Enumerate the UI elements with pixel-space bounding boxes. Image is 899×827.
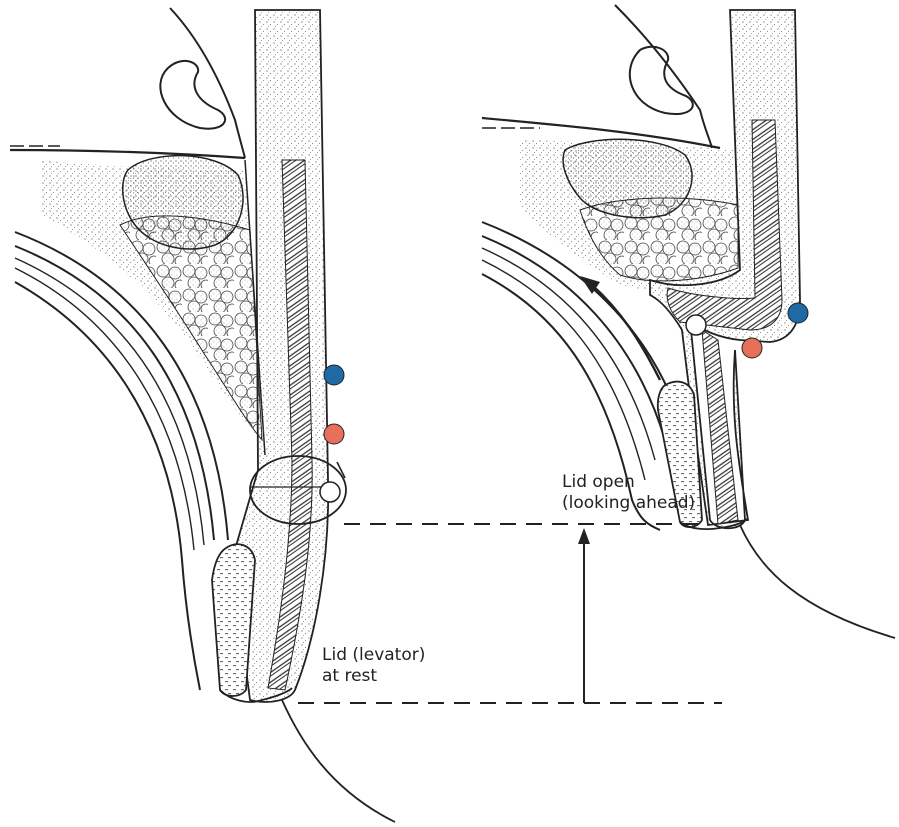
elevation-arrow-head [578,528,590,544]
label-lid-rest-line1: Lid (levator) [322,645,425,666]
orbital-rim-left [170,8,245,158]
marker-white-left [320,482,340,502]
eyelash-right [740,525,895,638]
marker-blue-right [788,303,808,323]
marker-white-right [686,315,706,335]
bony-loop-left [160,61,225,129]
marker-orange-right [742,338,762,358]
label-lid-rest: Lid (levator) at rest [322,645,425,687]
label-lid-open-line2: (looking ahead) [562,493,695,514]
label-lid-rest-line2: at rest [322,666,425,687]
marker-blue-left [324,365,344,385]
marker-orange-left [324,424,344,444]
eyelash-left [282,700,395,822]
label-lid-open-line1: Lid open [562,472,695,493]
label-lid-open: Lid open (looking ahead) [562,472,695,514]
retraction-arrow [592,285,660,380]
right-panel-lid-open [482,5,895,638]
left-panel-lid-at-rest [10,8,395,822]
